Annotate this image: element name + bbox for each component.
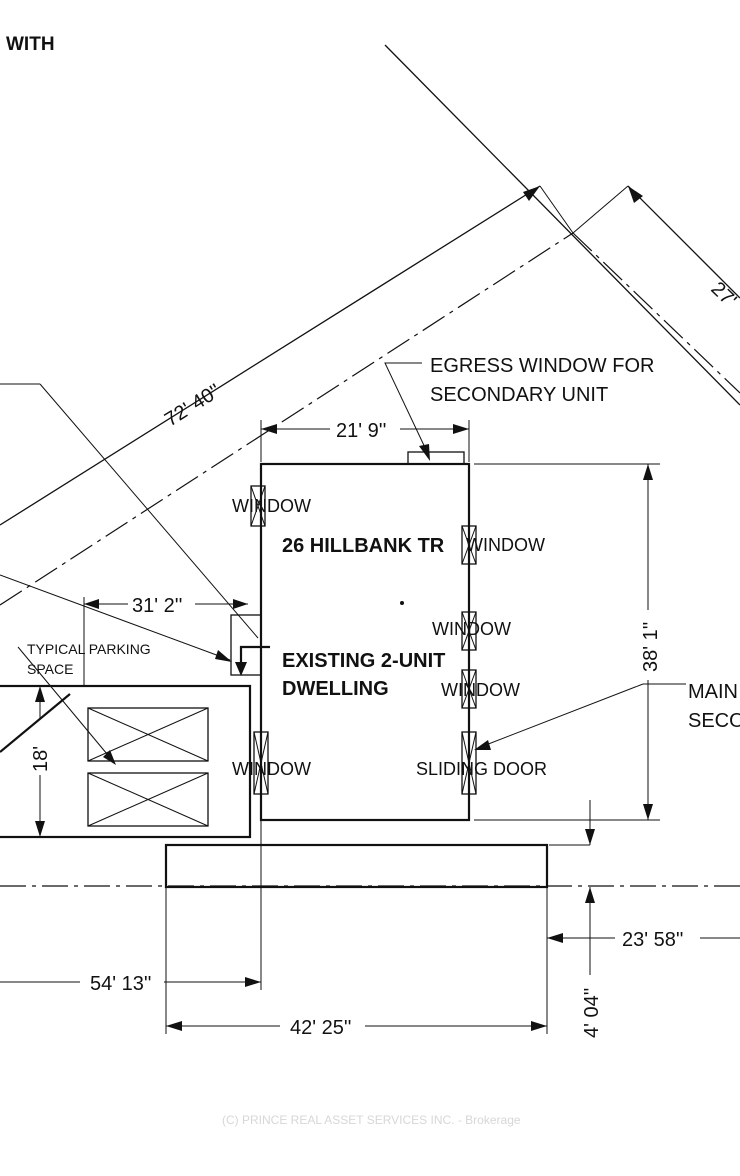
parking-space <box>87 707 209 762</box>
extension-line <box>572 185 629 234</box>
dim-arrow <box>547 933 563 943</box>
window-marker <box>461 669 477 709</box>
egress-label-line2: SECONDARY UNIT <box>430 384 608 406</box>
dim-diagonal-right: 27' <box>707 278 740 312</box>
front-structure <box>164 843 549 889</box>
window-marker <box>461 525 477 565</box>
parking-area <box>0 684 252 839</box>
parking-hatch <box>0 693 71 753</box>
dim-arrow <box>245 977 261 987</box>
window-label: WINDOW <box>432 619 511 639</box>
window-marker <box>253 731 269 795</box>
dim-line-diagonal <box>0 185 541 526</box>
dim-line-right <box>627 185 740 299</box>
dim-arrow <box>166 1021 182 1031</box>
dim-arrow <box>643 804 653 820</box>
callout-leader <box>477 683 644 749</box>
dim-left-offset: 54' 13'' <box>90 973 152 995</box>
dim-arrow <box>585 887 595 903</box>
building-label-line1: EXISTING 2-UNIT <box>282 650 445 672</box>
dim-diagonal-long: 72' 40'' <box>161 380 225 431</box>
dim-arrow <box>84 599 99 609</box>
egress-label-line1: EGRESS WINDOW FOR <box>430 355 654 377</box>
entry-arrow <box>239 645 270 668</box>
window-label: WINDOW <box>232 759 311 779</box>
window-marker-x <box>461 611 477 651</box>
callout-main-line2: SECO <box>688 710 740 732</box>
window-label: WINDOW <box>466 535 545 555</box>
dim-arrow <box>628 186 643 203</box>
dim-arrow <box>523 186 540 201</box>
window-marker-x <box>461 525 477 565</box>
watermark: (C) PRINCE REAL ASSET SERVICES INC. - Br… <box>222 1113 521 1127</box>
egress-window-marker <box>407 451 465 465</box>
dim-side-setback: 31' 2'' <box>132 595 182 617</box>
lot-line-upper <box>384 44 740 406</box>
lot-line-right <box>572 232 740 394</box>
dim-arrow <box>215 650 232 662</box>
parking-space <box>87 772 209 827</box>
window-label: WINDOW <box>232 496 311 516</box>
dim-building-width: 21' 9'' <box>336 420 386 442</box>
dim-arrow <box>531 1021 547 1031</box>
entry-stoop <box>230 614 262 676</box>
dim-parking-length: 18' <box>30 746 52 772</box>
title-fragment: WITH <box>6 34 55 55</box>
building-label-line2: DWELLING <box>282 678 389 700</box>
door-marker <box>461 731 477 795</box>
leader-line <box>0 574 231 661</box>
parking-leader <box>17 646 113 761</box>
dim-front-setback: 4' 04'' <box>581 988 603 1038</box>
window-marker <box>461 611 477 651</box>
callout-main-line1: MAIN <box>688 681 738 703</box>
dim-arrow <box>35 821 45 837</box>
center-point <box>400 601 404 605</box>
dim-building-depth: 38' 1'' <box>640 622 662 672</box>
window-marker-x <box>253 731 269 795</box>
egress-leader <box>384 362 430 457</box>
window-marker-x <box>250 485 266 527</box>
dim-arrow <box>453 424 469 434</box>
dim-arrow <box>261 424 277 434</box>
dim-arrow <box>103 750 116 765</box>
parking-space-x <box>87 772 209 827</box>
dim-arrow <box>643 464 653 480</box>
leader-line <box>39 383 259 639</box>
dim-arrow <box>233 599 248 609</box>
dim-front-width: 42' 25'' <box>290 1017 352 1039</box>
address-label: 26 HILLBANK TR <box>282 535 445 557</box>
dim-arrow <box>585 829 595 845</box>
dim-arrow <box>235 662 247 676</box>
window-label: WINDOW <box>441 680 520 700</box>
dim-arrow <box>474 740 491 750</box>
extension-line <box>539 185 574 234</box>
lot-line-diagonal <box>0 232 574 606</box>
parking-label-line2: SPACE <box>27 661 73 677</box>
window-marker <box>250 485 266 527</box>
door-marker-x <box>461 731 477 795</box>
window-marker-x <box>461 669 477 709</box>
parking-label-line1: TYPICAL PARKING <box>27 641 151 657</box>
sliding-door-label: SLIDING DOOR <box>416 759 547 779</box>
dim-arrow <box>419 444 430 461</box>
dim-arrow <box>35 686 45 702</box>
dim-right-offset: 23' 58'' <box>622 929 684 951</box>
